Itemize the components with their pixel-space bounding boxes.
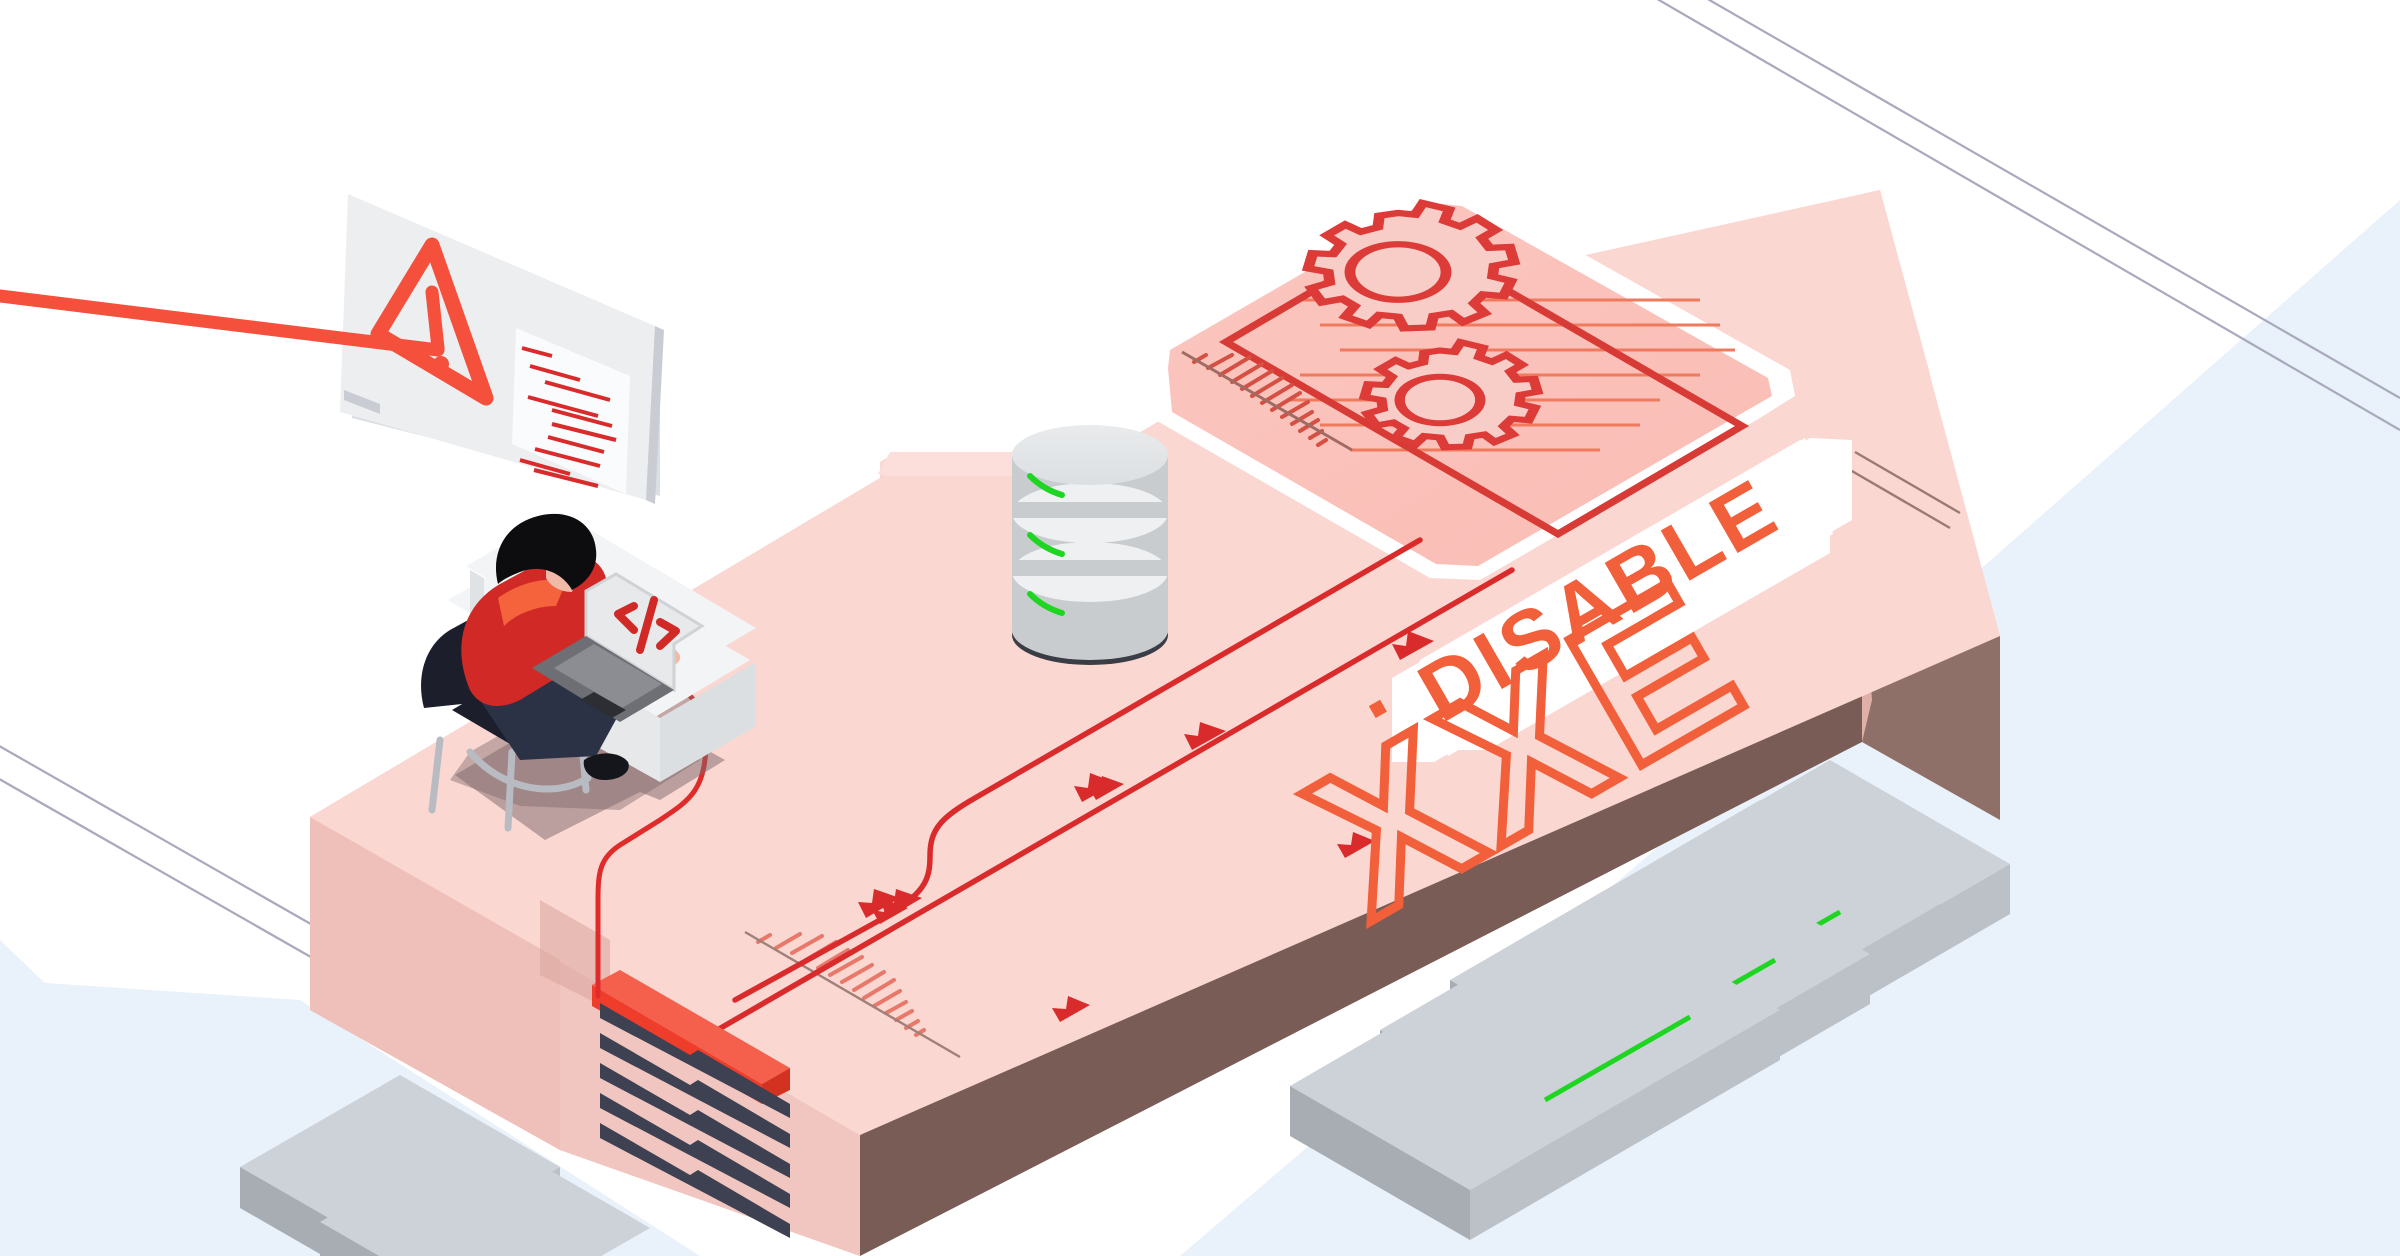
arrowhead-upper-1 — [858, 889, 900, 918]
platform-left-wedge — [540, 900, 610, 1010]
surface-detail-lines — [1844, 450, 1961, 530]
warning-panel-edge — [646, 326, 664, 504]
guide-line-left-1 — [0, 745, 331, 936]
arrowhead-lower-3 — [1392, 631, 1434, 660]
waveform-axis-gear — [1181, 350, 1353, 452]
server-bar-2 — [600, 1033, 790, 1148]
code-document-lines — [519, 346, 617, 488]
person-hoodie — [461, 552, 616, 706]
rack-step-1 — [1290, 906, 1780, 1240]
warning-panel-stand — [344, 390, 380, 414]
guide-line-left-2 — [0, 778, 331, 969]
server-bars-dark — [600, 1003, 790, 1238]
flow-arrowheads-visible — [858, 631, 1434, 918]
server-slot-bars — [592, 970, 790, 1238]
surface-detail-line-2 — [1844, 465, 1951, 530]
chair-leg-2 — [504, 748, 516, 832]
code-glyph-left — [614, 602, 638, 634]
warning-panel — [0, 194, 664, 504]
gear-icon-upper — [1301, 199, 1521, 332]
warning-triangle-icon — [0, 237, 494, 406]
platform-left-edge-highlight — [310, 817, 560, 1150]
disable-banner-face — [1420, 438, 1833, 756]
database-indicator-1 — [1027, 473, 1065, 498]
database-indicators — [1027, 473, 1065, 616]
server-bar-4 — [600, 1093, 790, 1208]
database-indicator-3 — [1027, 591, 1065, 616]
desk-right-face — [660, 662, 756, 782]
server-bar-5 — [600, 1123, 790, 1238]
person-shoe — [583, 753, 629, 780]
waveform-axis-top — [744, 930, 961, 1059]
warning-exclamation-dot — [433, 356, 449, 372]
database-indicator-2 — [1027, 532, 1065, 557]
rack-step-left-1 — [320, 1130, 650, 1256]
arrowhead-upper-2 — [1184, 722, 1226, 750]
arrowhead-4 — [1337, 832, 1375, 858]
disable-banner — [1392, 438, 1852, 762]
code-document — [512, 328, 630, 494]
chair-leg-1 — [428, 736, 444, 814]
chair-leg-brace — [466, 748, 592, 793]
warning-exclamation-stem — [425, 285, 445, 355]
guide-line-top-2 — [1707, 0, 2400, 399]
gear-icon-lower — [1358, 338, 1544, 451]
server-rack-steps — [240, 760, 2010, 1256]
background-guide-lines — [0, 0, 2400, 969]
server-bar-3 — [600, 1063, 790, 1178]
laptop-trackpad — [580, 692, 626, 718]
arrowhead-lower-2 — [1074, 773, 1116, 802]
background-blue-right-2 — [1180, 200, 2400, 1256]
guide-line-top-1 — [1656, 0, 2400, 431]
code-glyph-slash — [636, 596, 658, 654]
processing-panel — [1146, 186, 1795, 580]
developer-workstation — [421, 512, 756, 840]
code-glyph-right — [656, 618, 680, 650]
laptop-keyboard — [554, 644, 662, 708]
database-cylinder — [1012, 425, 1168, 665]
person-hoodie-highlight — [498, 579, 566, 626]
arrowhead-3 — [1052, 996, 1090, 1022]
surface-detail-line-1 — [1854, 450, 1961, 515]
rack-indicator-3 — [1543, 1014, 1692, 1103]
server-bar-highlight-top — [592, 970, 790, 1084]
laptop — [532, 572, 705, 722]
server-bar-1 — [600, 1003, 790, 1118]
flow-path-lower — [697, 567, 1515, 1043]
arrowhead-lower-1 — [880, 889, 922, 918]
person-hair — [495, 513, 597, 590]
code-glyph-icon — [614, 596, 680, 654]
laptop-cable — [595, 657, 709, 999]
database-top — [1012, 425, 1168, 485]
